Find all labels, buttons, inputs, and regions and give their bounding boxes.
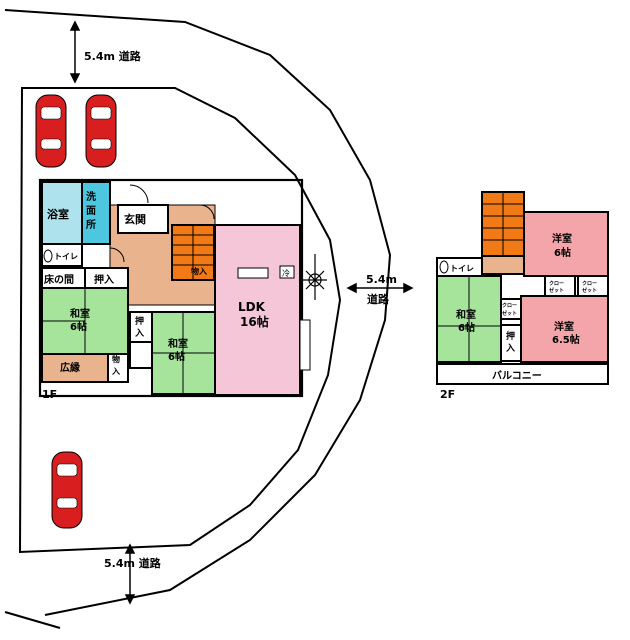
label-oshiire-2a: 押 <box>135 315 144 327</box>
label-bath: 浴室 <box>47 207 69 221</box>
label-floor2: 2F <box>440 388 455 401</box>
label-washroom-1: 洗 <box>86 190 96 203</box>
floor1-labels: 浴室 洗 面 所 玄関 トイレ 床の間 押入 和室 6帖 LDK 16帖 和室 … <box>42 190 269 401</box>
room-butsuma <box>129 341 153 369</box>
label-washitsu-b-2: 6帖 <box>168 350 185 363</box>
label-washitsu-2f-1: 和室 <box>455 308 476 321</box>
label-toilet-1f: トイレ <box>54 252 78 261</box>
floor2-plan <box>436 191 609 385</box>
label-floor1: 1F <box>42 388 57 401</box>
hall-2f <box>481 255 525 275</box>
toilet-icon <box>439 260 449 274</box>
label-washitsu-b-1: 和室 <box>167 337 188 350</box>
label-storage-small: 物入 <box>191 266 207 276</box>
car-icon <box>85 94 117 168</box>
room-kura <box>107 353 129 383</box>
room-bath <box>41 181 83 245</box>
label-oshiire-2b: 入 <box>134 328 144 339</box>
label-kura-b: 入 <box>111 367 120 376</box>
floor2-labels: トイレ 洋室 6帖 和室 6帖 クロー ゼット クロー ゼット クロー ゼット … <box>440 232 597 401</box>
compass-icon <box>303 254 327 300</box>
label-washroom-2: 面 <box>86 205 96 217</box>
label-oshiire-1: 押入 <box>94 273 114 286</box>
label-closet-c-1: クロー <box>582 280 597 287</box>
room-entrance <box>117 204 169 234</box>
room-ldk <box>214 224 301 396</box>
fridge-label: 冷 <box>282 268 290 278</box>
label-washitsu-a-2: 6帖 <box>70 320 87 333</box>
label-ldk-1: LDK <box>238 300 266 314</box>
window-ldk <box>299 319 311 371</box>
label-closet-b-1: クロー <box>549 280 564 287</box>
room-yoshitsu-b <box>520 295 609 363</box>
label-closet-a-2: ゼット <box>502 310 517 317</box>
label-kura-a: 物 <box>112 354 120 364</box>
label-washitsu-a-1: 和室 <box>69 307 90 320</box>
stairs-treads-2f <box>437 192 524 362</box>
label-washitsu-2f-2: 6帖 <box>458 321 475 334</box>
toilet-icon <box>43 249 53 263</box>
stove-icon: 冷 <box>237 265 295 279</box>
label-yoshitsu-a-2: 6帖 <box>554 246 571 259</box>
road-arrows <box>69 20 414 605</box>
label-ldk-2: 16帖 <box>240 314 269 329</box>
label-balcony: バルコニー <box>492 370 542 382</box>
room-oshiire-2f <box>500 324 522 362</box>
door-swing-icon <box>109 184 215 263</box>
label-yoshitsu-a-1: 洋室 <box>552 232 572 245</box>
label-yoshitsu-b-2: 6.5帖 <box>552 333 580 346</box>
label-toilet-2f: トイレ <box>450 264 474 273</box>
label-entrance: 玄関 <box>124 212 146 226</box>
balcony <box>436 363 609 385</box>
label-tokonoma: 床の間 <box>44 273 74 286</box>
tatami-lines <box>42 288 215 394</box>
road-label-top: 5.4m 道路 <box>84 49 142 63</box>
car-icon <box>35 94 67 168</box>
label-closet-b-2: ゼット <box>549 287 564 294</box>
label-oshiire-2f-b: 入 <box>505 343 515 354</box>
label-washroom-3: 所 <box>86 218 96 231</box>
label-oshiire-2f-a: 押 <box>506 330 515 342</box>
road-label-right-word: 道路 <box>367 292 390 306</box>
room-washroom <box>81 181 111 245</box>
label-engawa: 広縁 <box>60 361 80 374</box>
room-toilet-1f <box>41 243 83 267</box>
label-yoshitsu-b-1: 洋室 <box>554 320 574 333</box>
label-closet-c-2: ゼット <box>582 287 597 294</box>
stairs-treads-1f <box>172 225 214 280</box>
label-closet-a-1: クロー <box>502 302 517 309</box>
road-label-bottom: 5.4m 道路 <box>104 556 162 570</box>
room-yoshitsu-a <box>523 211 609 277</box>
road-label-right-width: 5.4m <box>366 273 397 286</box>
car-icon <box>51 451 83 529</box>
